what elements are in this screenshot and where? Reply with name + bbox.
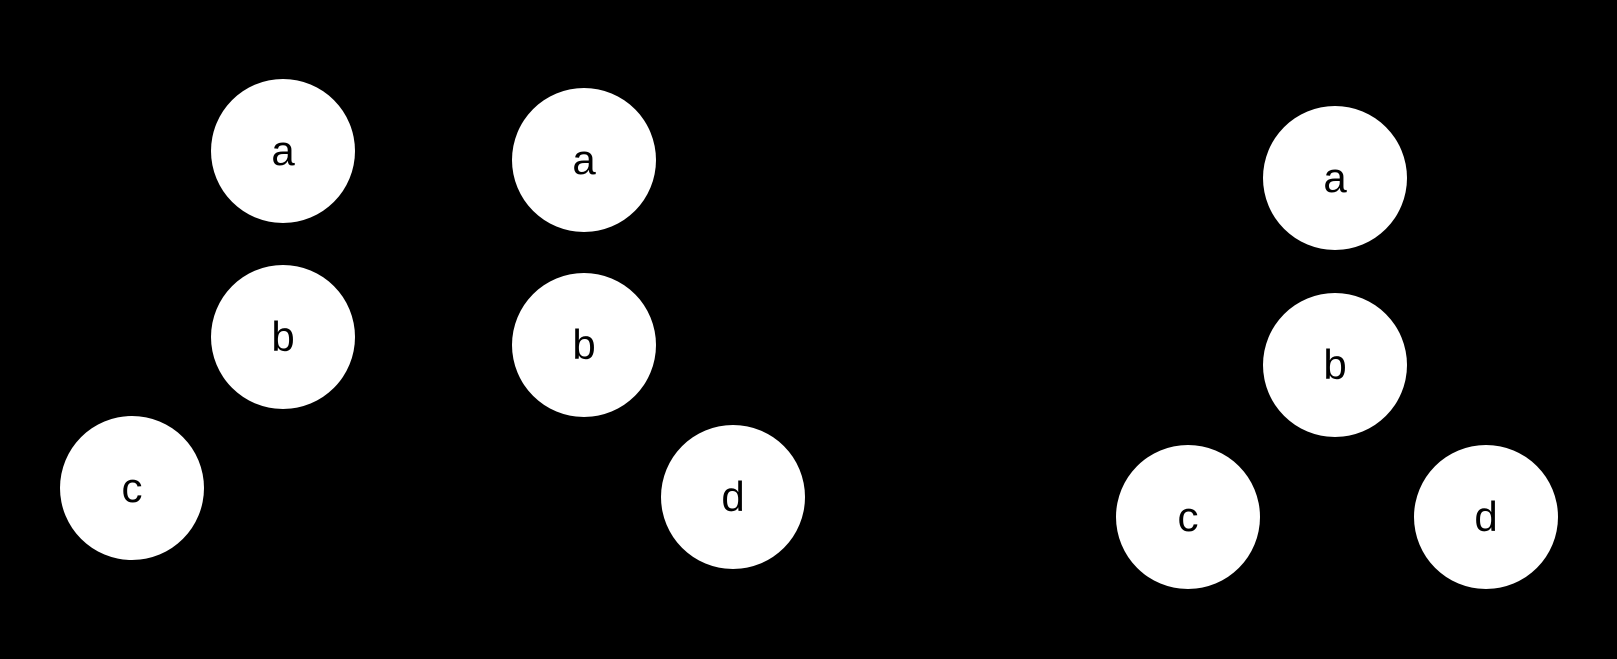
tree-right-node-a: a [1263, 106, 1407, 250]
node-label: d [721, 473, 745, 520]
node-label: a [572, 136, 596, 183]
node-label: a [271, 127, 295, 174]
node-label: c [1177, 493, 1199, 540]
node-label: a [1323, 154, 1347, 201]
tree-left-node-c: c [60, 416, 204, 560]
node-label: c [121, 464, 143, 511]
tree-left-node-b: b [211, 265, 355, 409]
tree-middle-node-b: b [512, 273, 656, 417]
tree-right-node-b: b [1263, 293, 1407, 437]
node-label: d [1474, 493, 1498, 540]
tree-middle-node-d: d [661, 425, 805, 569]
node-label: b [1323, 341, 1347, 388]
tree-left-node-a: a [211, 79, 355, 223]
node-label: b [271, 313, 295, 360]
tree-right-node-c: c [1116, 445, 1260, 589]
node-label: b [572, 321, 596, 368]
tree-middle-node-a: a [512, 88, 656, 232]
tree-right-node-d: d [1414, 445, 1558, 589]
